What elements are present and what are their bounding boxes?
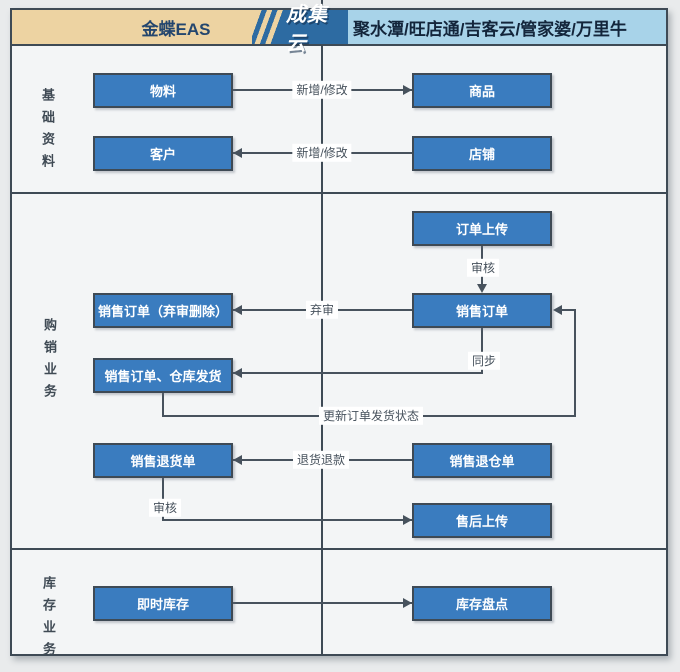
header-platform-list: 聚水潭/旺店通/吉客云/管家婆/万里牛 [348,10,666,44]
node-aftersales-upload: 售后上传 [412,503,552,538]
kingdee-eas-title: 金蝶EAS [141,19,211,39]
node-order-upload: 订单上传 [412,211,552,246]
edge-label-audit-2: 审核 [148,498,182,518]
arrowhead-right-icon [403,85,412,95]
vertical-lane-divider [321,0,323,654]
node-goods: 商品 [412,73,552,108]
arrowhead-left-icon [233,148,242,158]
node-sales-return-order: 销售退货单 [93,443,233,478]
arrowhead-left-icon [233,455,242,465]
node-sales-order-warehouse-ship: 销售订单、仓库发货 [93,358,233,393]
header-brand-chengjiyun: 成集云 [286,4,348,55]
section-divider-1 [12,192,666,194]
edge-returnaudit-hline [162,519,412,521]
edge-updatestatus-vline-left [162,393,164,417]
edge-inventory-check-line [233,602,412,604]
arrowhead-right-icon [403,598,412,608]
edge-label-refund: 退货退款 [292,450,350,470]
edge-label-sync: 同步 [467,351,501,371]
node-customer: 客户 [93,136,233,171]
edge-label-discard-audit: 弃审 [305,300,339,320]
lane-label-purchase-sales: 购销业务 [42,318,57,406]
header-kingdee-eas: 金蝶EAS [12,10,252,44]
edge-sync-hline [233,372,483,374]
arrowhead-left-icon [233,368,242,378]
edge-label-audit-1: 审核 [466,258,500,278]
diagram-header: 金蝶EAS 成集云 聚水潭/旺店通/吉客云/管家婆/万里牛 [12,4,666,55]
arrowhead-left-icon [233,305,242,315]
section-divider-2 [12,548,666,550]
edge-sync-vline [481,328,483,374]
header-stripe-divider [252,10,286,44]
edge-label-add-modify-2: 新增/修改 [292,143,352,163]
edge-updatestatus-vline-right [574,310,576,417]
edge-label-add-modify-1: 新增/修改 [292,80,352,100]
arrowhead-down-icon [477,284,487,293]
arrowhead-left-icon [553,305,562,315]
node-shop: 店铺 [412,136,552,171]
node-material: 物料 [93,73,233,108]
arrowhead-right-icon [403,515,412,525]
lane-label-basic-data: 基础资料 [40,88,55,176]
node-inventory-check: 库存盘点 [412,586,552,621]
node-sales-return-warehouse-order: 销售退仓单 [412,443,552,478]
platform-list-text: 聚水潭/旺店通/吉客云/管家婆/万里牛 [353,19,627,39]
edge-updatestatus-entry-line [556,309,576,311]
node-sales-order: 销售订单 [412,293,552,328]
edge-label-update-ship-status: 更新订单发货状态 [318,406,424,426]
node-realtime-inventory: 即时库存 [93,586,233,621]
lane-label-inventory: 库存业务 [41,576,56,664]
node-sales-order-unaudit-delete: 销售订单（弃审删除） [93,293,233,328]
brand-logo-text: 成集云 [286,4,328,55]
